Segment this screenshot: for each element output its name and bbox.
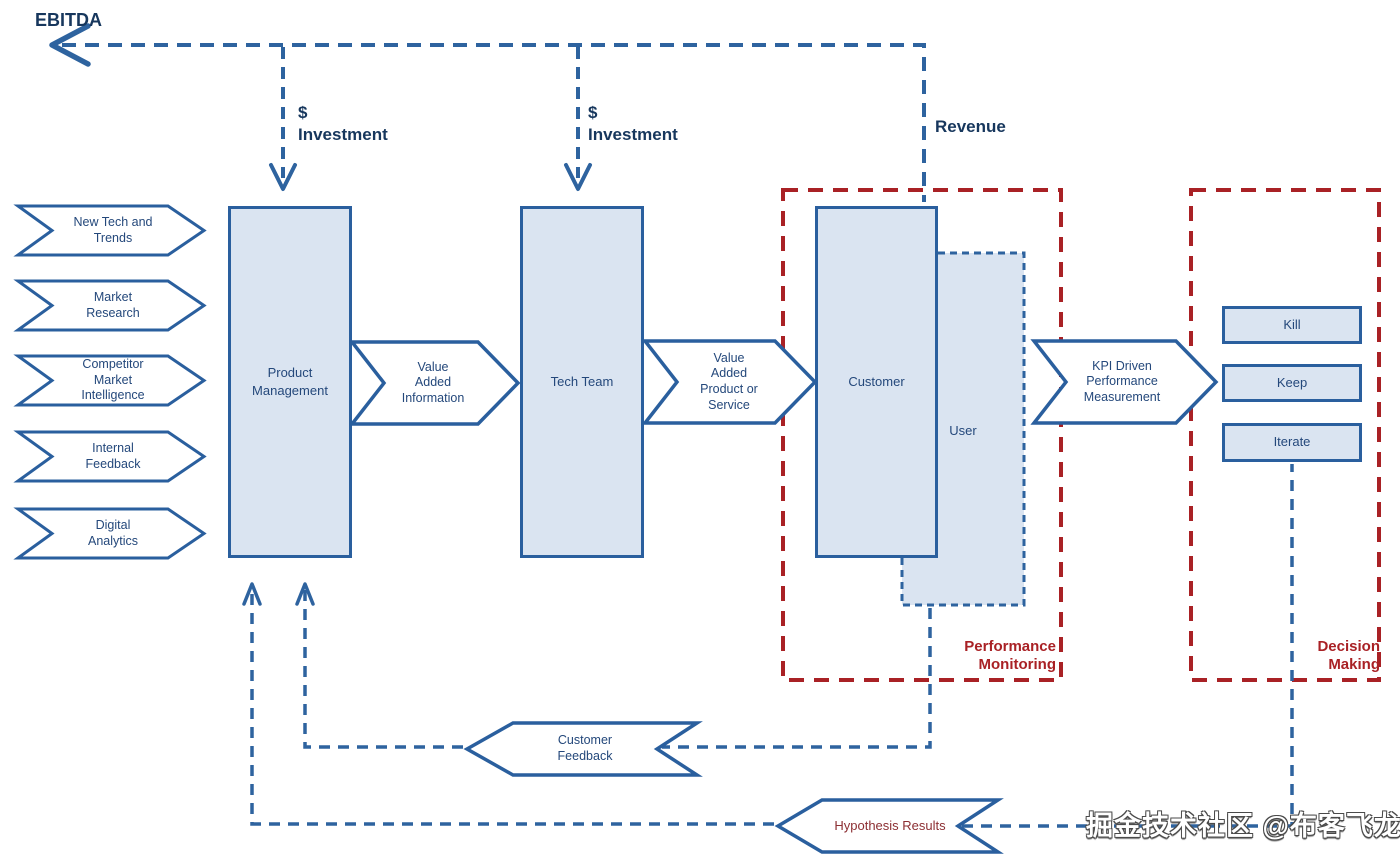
input-chevron-digital-analytics	[13, 507, 207, 560]
ebitda-label: EBITDA	[35, 10, 102, 30]
kill-box: Kill	[1222, 306, 1362, 344]
hypothesis-results-label: Hypothesis Results	[834, 817, 946, 833]
input-chevron-competitor-intelligence	[13, 354, 207, 407]
keep-box: Keep	[1222, 364, 1362, 402]
revenue-to-ebitda-line	[62, 43, 926, 202]
customer-box: Customer	[815, 206, 938, 558]
tech-team-box: Tech Team	[520, 206, 644, 558]
investment-label-left: $ Investment	[298, 103, 388, 145]
kpi-measurement-label: KPI Driven Performance Measurement	[1083, 358, 1161, 404]
investment-arrowhead-left-icon	[269, 163, 297, 191]
input-label-competitor-intelligence: Competitor Market Intelligence	[81, 357, 145, 403]
hypothesis-results-arrow	[774, 798, 1004, 854]
customer-feedback-arrow	[463, 721, 703, 777]
ebitda-arrowhead-icon	[49, 23, 91, 67]
value-added-information-label: Value Added Information	[401, 359, 465, 405]
investment-arrowhead-right-icon	[564, 163, 592, 191]
value-added-information-arrow	[348, 340, 521, 426]
value-added-product-label: Value Added Product or Service	[700, 350, 758, 412]
input-chevron-internal-feedback	[13, 430, 207, 483]
product-management-box: Product Management	[228, 206, 352, 558]
investment-label-right: $ Investment	[588, 103, 678, 145]
performance-monitoring-region	[781, 188, 1063, 682]
input-label-new-tech: New Tech and Trends	[73, 214, 153, 245]
input-label-digital-analytics: Digital Analytics	[87, 517, 139, 548]
input-label-internal-feedback: Internal Feedback	[85, 440, 141, 471]
input-chevron-market-research	[13, 279, 207, 332]
decision-making-region	[1189, 188, 1381, 682]
iterate-to-hypothesis-line	[962, 464, 1294, 828]
user-to-customer-feedback-line	[662, 608, 932, 749]
input-chevron-new-tech	[13, 204, 207, 257]
value-added-product-arrow	[641, 339, 818, 425]
customer-feedback-label: Customer Feedback	[557, 732, 613, 763]
performance-monitoring-label: Performance Monitoring	[964, 638, 1056, 674]
hypothesis-to-pm-line	[250, 586, 774, 826]
customer-feedback-to-pm-line	[303, 586, 463, 749]
user-label: User	[949, 422, 977, 438]
kpi-measurement-arrow	[1030, 339, 1219, 425]
revenue-label: Revenue	[935, 117, 1006, 136]
decision-making-label: Decision Making	[1317, 638, 1380, 674]
watermark-text: 掘金技术社区 @布客飞龙	[1086, 811, 1400, 841]
feedback-arrowhead-right-icon	[295, 582, 315, 606]
feedback-arrowhead-left-icon	[242, 582, 262, 606]
iterate-box: Iterate	[1222, 423, 1362, 462]
input-label-market-research: Market Research	[86, 289, 140, 320]
